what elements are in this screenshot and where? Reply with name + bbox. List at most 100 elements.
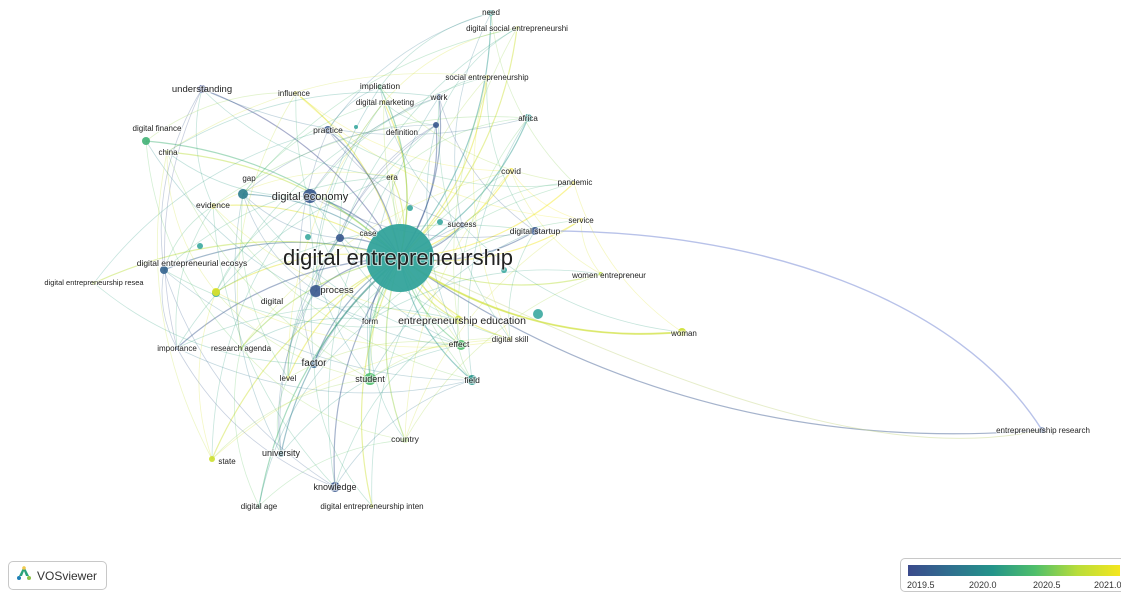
node-factor[interactable]: [310, 360, 318, 368]
node-label[interactable]: understanding: [171, 83, 233, 96]
node-label[interactable]: definition: [385, 127, 419, 138]
node-africa[interactable]: [524, 114, 532, 122]
node-definition[interactable]: [433, 122, 439, 128]
node-label[interactable]: country: [390, 433, 421, 445]
node-label[interactable]: digital economy: [271, 190, 350, 204]
node-research-agenda[interactable]: [239, 346, 243, 350]
node-case[interactable]: [336, 234, 344, 242]
node-label[interactable]: process: [319, 284, 355, 297]
node-label[interactable]: practice: [312, 124, 344, 136]
node-label[interactable]: knowledge: [312, 481, 357, 493]
node-implication[interactable]: [377, 84, 383, 90]
node-entrepreneurship-research[interactable]: [1039, 427, 1045, 433]
node-label[interactable]: digital entrepreneurial ecosys: [136, 257, 249, 269]
node-digital-entrepreneurship-inten[interactable]: [370, 504, 374, 508]
node-understanding[interactable]: [198, 85, 206, 93]
node-label[interactable]: need: [481, 7, 501, 18]
minor-node[interactable]: [437, 219, 443, 225]
node-university[interactable]: [278, 451, 284, 457]
node-digital[interactable]: [212, 288, 220, 296]
node-label[interactable]: digital: [260, 295, 284, 307]
node-label[interactable]: case: [359, 228, 378, 239]
node-digital-startup[interactable]: [531, 227, 539, 235]
node-field[interactable]: [467, 375, 477, 385]
node-label[interactable]: factor: [300, 357, 328, 370]
node-practice[interactable]: [324, 126, 332, 134]
node-success[interactable]: [459, 222, 465, 228]
node-label[interactable]: influence: [277, 88, 312, 99]
node-process[interactable]: [310, 285, 322, 297]
node-covid[interactable]: [508, 168, 514, 174]
node-label[interactable]: gap: [241, 173, 257, 184]
node-form[interactable]: [368, 318, 372, 322]
node-country[interactable]: [402, 437, 408, 443]
minor-node[interactable]: [305, 234, 311, 240]
node-women-entrepreneur[interactable]: [599, 272, 603, 276]
node-label[interactable]: implication: [359, 80, 401, 92]
node-state[interactable]: [209, 456, 215, 462]
node-label[interactable]: entrepreneurship research: [995, 425, 1091, 436]
node-china[interactable]: [165, 150, 169, 154]
node-digital-entrepreneurship[interactable]: [366, 224, 434, 292]
node-label[interactable]: digital entrepreneurship resea: [43, 277, 145, 288]
node-label[interactable]: digital social entrepreneurshi: [465, 23, 569, 34]
node-knowledge[interactable]: [330, 482, 340, 492]
node-gap[interactable]: [238, 189, 248, 199]
node-label[interactable]: level: [279, 373, 298, 384]
node-label[interactable]: service: [567, 215, 595, 226]
node-entrepreneurship-education[interactable]: [454, 316, 462, 324]
node-label[interactable]: era: [385, 172, 399, 183]
vosviewer-logo[interactable]: VOSviewer: [8, 561, 107, 590]
node-digital-economy[interactable]: [303, 189, 317, 203]
node-service[interactable]: [579, 218, 583, 222]
minor-node[interactable]: [501, 267, 507, 273]
node-label[interactable]: digital finance: [132, 123, 183, 134]
node-digital-entrepreneurship-resea[interactable]: [92, 281, 96, 285]
node-label[interactable]: state: [217, 456, 237, 467]
node-label[interactable]: research agenda: [210, 343, 273, 354]
node-label[interactable]: africa: [517, 113, 539, 124]
node-digital-skill[interactable]: [508, 337, 512, 341]
node-importance[interactable]: [175, 346, 179, 350]
node-label[interactable]: field: [463, 374, 481, 386]
node-label[interactable]: student: [354, 373, 386, 385]
minor-node[interactable]: [407, 205, 413, 211]
node-label[interactable]: pandemic: [557, 177, 594, 188]
node-label[interactable]: work: [429, 92, 450, 103]
node-level[interactable]: [286, 376, 290, 380]
node-woman[interactable]: [678, 328, 686, 336]
minor-node[interactable]: [533, 309, 543, 319]
node-label[interactable]: digital entrepreneurship: [282, 244, 514, 271]
node-evidence[interactable]: [210, 203, 216, 209]
node-influence[interactable]: [294, 91, 298, 95]
node-pandemic[interactable]: [572, 181, 576, 185]
node-digital-social-entrepreneurshi[interactable]: [515, 26, 519, 30]
node-label[interactable]: importance: [156, 343, 198, 354]
node-label[interactable]: women entrepreneur: [570, 270, 647, 281]
node-digital-marketing[interactable]: [382, 100, 386, 104]
node-label[interactable]: digital age: [240, 501, 279, 512]
node-need[interactable]: [488, 10, 494, 16]
node-label[interactable]: digital marketing: [355, 97, 415, 108]
node-label[interactable]: entrepreneurship education: [397, 314, 527, 328]
node-label[interactable]: social entrepreneurship: [444, 72, 530, 83]
node-label[interactable]: form: [361, 316, 379, 327]
node-work[interactable]: [436, 94, 442, 100]
node-effect[interactable]: [456, 340, 466, 350]
node-label[interactable]: digital startup: [509, 225, 562, 237]
node-label[interactable]: university: [261, 447, 302, 459]
node-label[interactable]: covid: [500, 165, 522, 177]
node-era[interactable]: [389, 174, 395, 180]
node-label[interactable]: woman: [669, 328, 698, 339]
node-label[interactable]: success: [447, 219, 478, 230]
node-label[interactable]: china: [157, 147, 179, 158]
node-label[interactable]: evidence: [195, 199, 231, 211]
node-label[interactable]: digital entrepreneurship inten: [319, 501, 424, 512]
node-label[interactable]: effect: [448, 338, 471, 350]
node-digital-entrepreneurial-ecosys[interactable]: [160, 266, 168, 274]
node-label[interactable]: digital skill: [491, 334, 530, 345]
node-student[interactable]: [364, 373, 376, 385]
minor-node[interactable]: [354, 125, 358, 129]
node-digital-age[interactable]: [257, 504, 261, 508]
